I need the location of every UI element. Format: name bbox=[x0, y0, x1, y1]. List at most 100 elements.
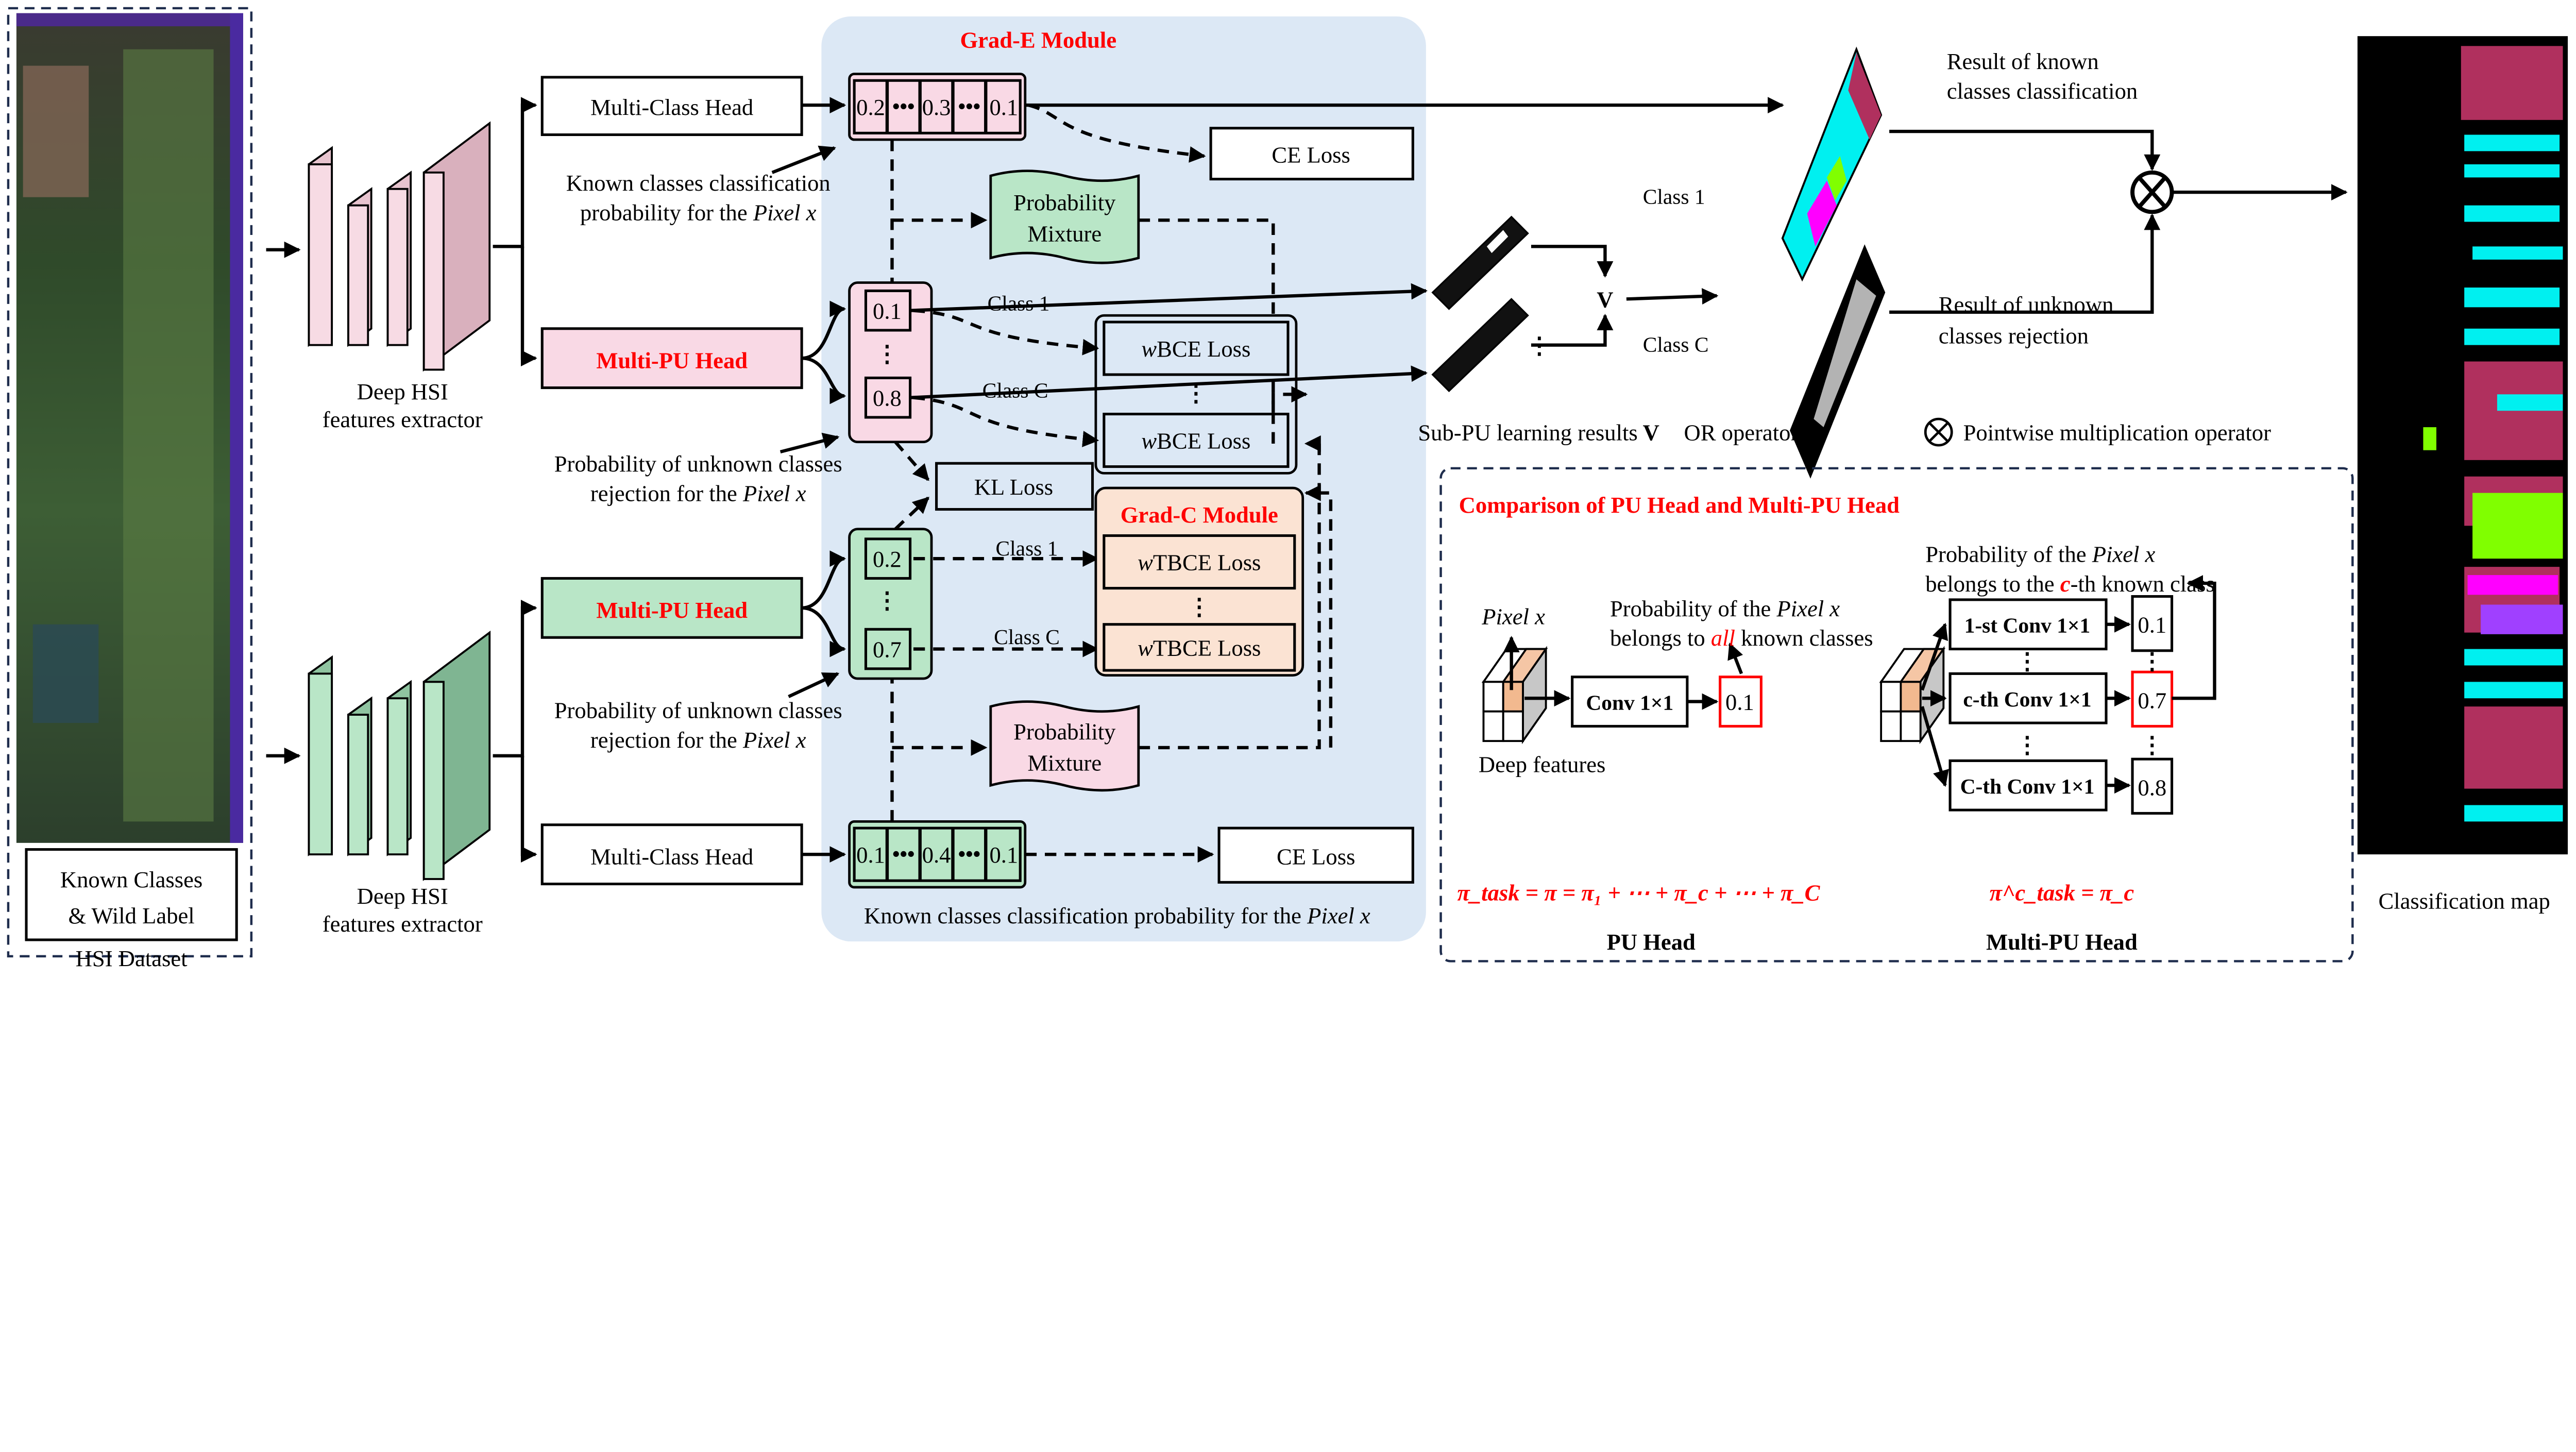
feature-extractor-bottom bbox=[308, 630, 491, 881]
vector-cell: ••• bbox=[892, 94, 915, 118]
pu-desc-line2: belongs to all known classes bbox=[1610, 625, 1873, 651]
deep-features-label: Deep features bbox=[1479, 752, 1606, 778]
multi-class-head-bottom bbox=[540, 823, 803, 886]
grad-e-title: Grad-E Module bbox=[960, 27, 1116, 53]
sub-pu-result-class-1 bbox=[1431, 215, 1529, 310]
wbce-loss-1 bbox=[1103, 320, 1290, 376]
conv-label: Conv 1×1 bbox=[1586, 691, 1673, 715]
extractor-top-line1: Deep HSI bbox=[357, 379, 448, 404]
mixture-bottom-line2: Mixture bbox=[1027, 750, 1101, 776]
hsi-dataset-frame bbox=[7, 7, 253, 958]
class-c-label: Class C bbox=[982, 379, 1048, 402]
multi-pu-head-bottom bbox=[540, 577, 803, 639]
class-c-label: Class C bbox=[994, 625, 1060, 649]
multi-desc-line2: belongs to the c-th known class bbox=[1925, 571, 2214, 597]
ce-loss-bottom-label: CE Loss bbox=[1277, 843, 1355, 869]
pointwise-multiplication-icon bbox=[2130, 170, 2174, 214]
vector-cell: 0.1 bbox=[989, 94, 1018, 120]
svg-text:⋮: ⋮ bbox=[1188, 594, 1211, 620]
dataset-caption: HSI Dataset bbox=[76, 946, 188, 969]
wtbce-loss-1 bbox=[1103, 534, 1296, 590]
pu-output-cell: 0.1 bbox=[873, 298, 902, 324]
extractor-bottom-line2: features extractor bbox=[323, 911, 483, 937]
conv-cth bbox=[1948, 672, 2108, 724]
unknown-prob-bottom-line1: Probability of unknown classes bbox=[554, 697, 842, 723]
multi-pu-formula: π^c_task = π_c bbox=[1990, 880, 2134, 905]
conv-label: C-th Conv 1×1 bbox=[1960, 774, 2095, 798]
framework-diagram: Grad-E Module Known Classes & Wild Label… bbox=[7, 7, 2568, 969]
arrow bbox=[493, 599, 537, 758]
extractor-top-line2: features extractor bbox=[323, 407, 483, 432]
wtbce-loss-2 bbox=[1103, 623, 1296, 672]
multi-desc-line1: Probability of the Pixel x bbox=[1925, 542, 2155, 567]
svg-text:⋮: ⋮ bbox=[2141, 648, 2164, 674]
multi-output-value: 0.8 bbox=[2138, 774, 2166, 800]
pu-output-cell: 0.8 bbox=[873, 385, 902, 411]
or-legend-label: OR operator bbox=[1684, 420, 1798, 446]
pu-head-diagram: Pixel x Deep features Conv 1×1 0.1 Proba… bbox=[1479, 596, 1873, 778]
arrow bbox=[493, 97, 537, 248]
multi-pu-head-diagram: Probability of the Pixel x belongs to th… bbox=[1879, 542, 2216, 815]
comparison-title: Comparison of PU Head and Multi-PU Head bbox=[1459, 492, 1900, 518]
pu-head-caption: PU Head bbox=[1607, 929, 1696, 955]
known-result-line1: Result of known bbox=[1947, 48, 2099, 74]
svg-text:⋮: ⋮ bbox=[2016, 648, 2039, 674]
unknown-prob-top-line1: Probability of unknown classes bbox=[554, 451, 842, 477]
dataset-label-line2: & Wild Label bbox=[68, 903, 194, 928]
pointwise-legend-icon bbox=[1924, 417, 1953, 447]
hsi-image bbox=[16, 13, 243, 843]
svg-text:⋮: ⋮ bbox=[1184, 380, 1208, 406]
kl-loss bbox=[935, 462, 1094, 511]
svg-text:⋮: ⋮ bbox=[2141, 732, 2164, 757]
svg-text:⋮: ⋮ bbox=[2016, 732, 2039, 757]
kl-loss-label: KL Loss bbox=[974, 474, 1053, 500]
conv-label: c-th Conv 1×1 bbox=[1963, 687, 2091, 711]
multi-output-value: 0.1 bbox=[2138, 612, 2166, 638]
multi-class-head-top-label: Multi-Class Head bbox=[590, 94, 753, 120]
or-legend-icon: V bbox=[1643, 420, 1659, 446]
pu-desc-line1: Probability of the Pixel x bbox=[1610, 596, 1840, 621]
comparison-panel bbox=[1439, 467, 2354, 963]
mixture-bottom-line1: Probability bbox=[1013, 719, 1116, 745]
mixture-top-line1: Probability bbox=[1013, 190, 1116, 215]
dataset-label-box bbox=[25, 848, 238, 941]
pu-output-cell: 0.2 bbox=[873, 546, 902, 572]
arrow bbox=[520, 246, 537, 367]
class-1-label: Class 1 bbox=[996, 536, 1058, 560]
grad-c-title: Grad-C Module bbox=[1121, 502, 1278, 528]
unknown-prob-bottom-line2: rejection for the Pixel x bbox=[590, 727, 806, 753]
classification-map bbox=[2357, 36, 2568, 855]
multi-pu-head-top-label: Multi-PU Head bbox=[596, 347, 748, 373]
conv-1st bbox=[1948, 598, 2108, 651]
top-vector-cells: 0.2 ••• 0.3 ••• 0.1 bbox=[853, 79, 1022, 134]
multi-output-box bbox=[2131, 757, 2174, 815]
sub-pu-legend: Sub-PU learning results bbox=[1418, 420, 1637, 446]
ce-loss-bottom bbox=[1217, 826, 1414, 884]
vector-cell: ••• bbox=[958, 842, 981, 866]
or-icon: V bbox=[1597, 286, 1613, 312]
multi-pu-head-caption: Multi-PU Head bbox=[1986, 929, 2138, 955]
sub-pu-result-class-c bbox=[1431, 298, 1529, 393]
conv-label: 1-st Conv 1×1 bbox=[1964, 614, 2091, 637]
known-prob-label-line1: Known classes classification bbox=[566, 170, 831, 196]
svg-text:⋮: ⋮ bbox=[876, 587, 899, 613]
wbce-loss-2 bbox=[1103, 413, 1290, 468]
bottom-caption: Known classes classification probability… bbox=[864, 903, 1370, 928]
multi-output-box-selected bbox=[2131, 670, 2174, 728]
sub-pu-class-1-label: Class 1 bbox=[1643, 184, 1705, 208]
class-1-label: Class 1 bbox=[988, 292, 1050, 315]
probability-mixture-bottom bbox=[989, 700, 1140, 792]
multi-class-head-bottom-label: Multi-Class Head bbox=[590, 843, 753, 869]
vector-cell: 0.1 bbox=[856, 842, 885, 868]
classification-map-label: Classification map bbox=[2378, 888, 2550, 914]
extractor-bottom-line1: Deep HSI bbox=[357, 883, 448, 909]
multi-output-box bbox=[2131, 595, 2174, 652]
wbce-loss-label: wBCE Loss bbox=[1141, 336, 1250, 362]
mixture-top-line2: Mixture bbox=[1027, 221, 1101, 247]
multi-output-value: 0.7 bbox=[2138, 687, 2166, 713]
pu-output-cell: 0.7 bbox=[873, 637, 902, 663]
wtbce-loss-label: wTBCE Loss bbox=[1138, 635, 1261, 661]
ce-loss-top bbox=[1209, 127, 1414, 181]
vector-cell: 0.2 bbox=[856, 94, 885, 120]
vector-cell: 0.1 bbox=[989, 842, 1018, 868]
